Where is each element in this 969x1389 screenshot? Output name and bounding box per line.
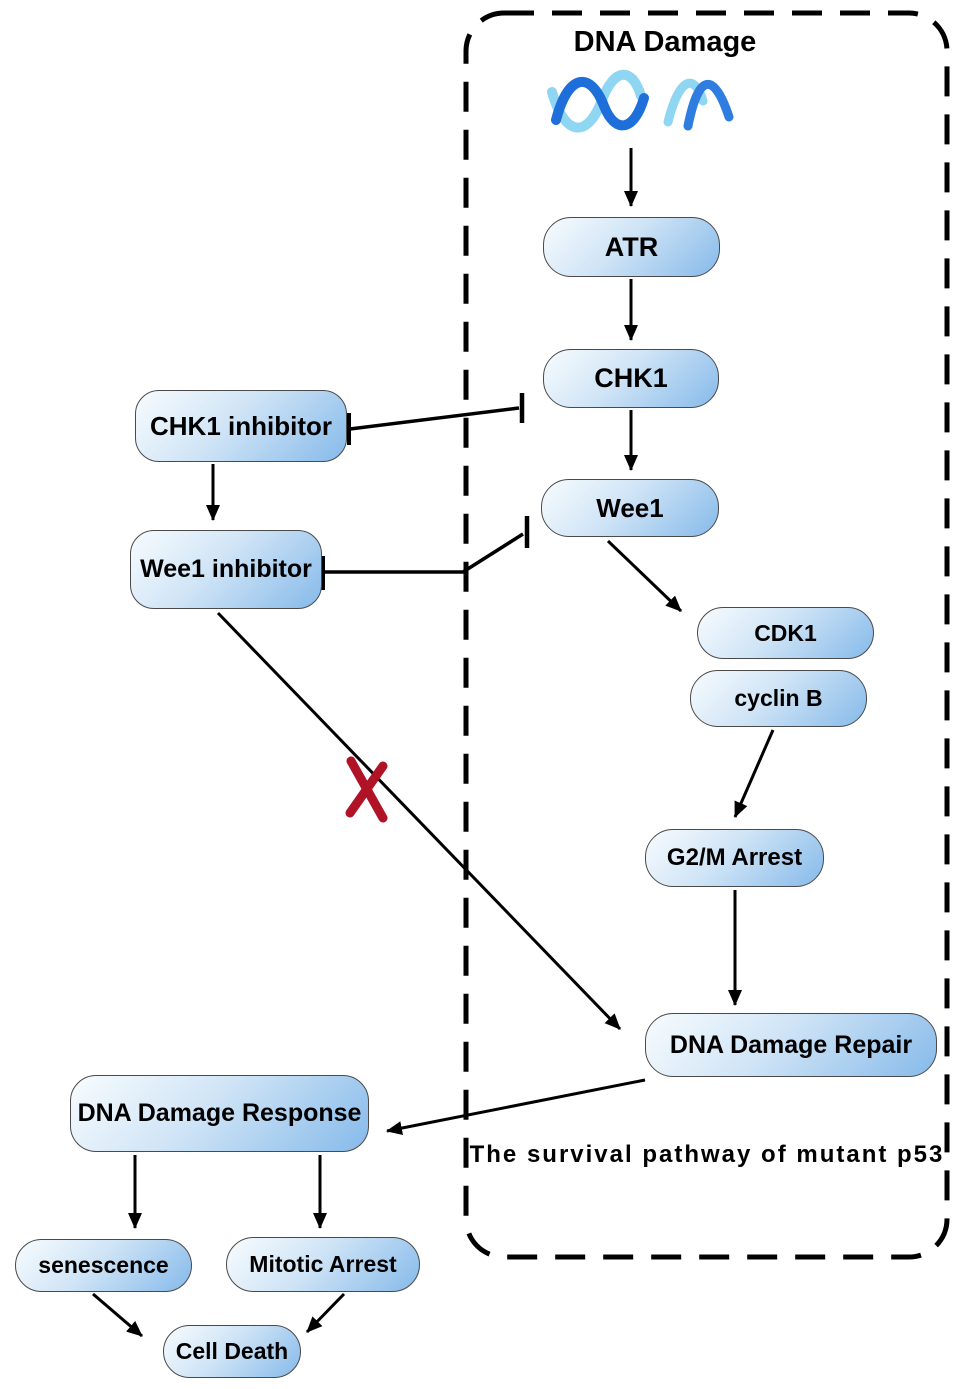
arrow-cyclinb-to-g2m [733, 729, 775, 818]
red-cross-icon [345, 756, 388, 823]
node-atr: ATR [543, 217, 720, 277]
node-wee1-inhibitor: Wee1 inhibitor [130, 530, 322, 609]
node-dna-damage-response: DNA Damage Response [70, 1075, 369, 1152]
diagram-title: The survival pathway of mutant p53 [469, 1141, 945, 1168]
inhibit-line-chk1-inhibitor-to-chk1 [347, 393, 525, 445]
node-senescence: senescence [15, 1239, 192, 1292]
arrow-wee1inhibitor-to-repair [216, 611, 622, 1031]
inhibit-line-wee1-inhibitor-to-wee1 [321, 516, 530, 590]
arrow-repair-to-response [386, 1078, 646, 1135]
dna-icon [547, 69, 734, 133]
node-g2m-arrest: G2/M Arrest [645, 829, 824, 887]
dna-damage-label: DNA Damage [573, 26, 757, 58]
arrow-mitotic-to-celldeath [305, 1292, 346, 1334]
node-cell-death: Cell Death [163, 1325, 301, 1378]
node-wee1: Wee1 [541, 479, 719, 537]
node-chk1-inhibitor: CHK1 inhibitor [135, 390, 347, 462]
node-cyclin-b: cyclin B [690, 670, 867, 727]
node-cdk1: CDK1 [697, 607, 874, 659]
node-dna-damage-repair: DNA Damage Repair [645, 1013, 937, 1077]
arrow-wee1-to-cdk1 [606, 539, 683, 613]
arrow-senescence-to-celldeath [92, 1292, 143, 1338]
survival-pathway-boundary [463, 10, 950, 1260]
node-mitotic-arrest: Mitotic Arrest [226, 1237, 420, 1292]
node-chk1: CHK1 [543, 349, 719, 408]
